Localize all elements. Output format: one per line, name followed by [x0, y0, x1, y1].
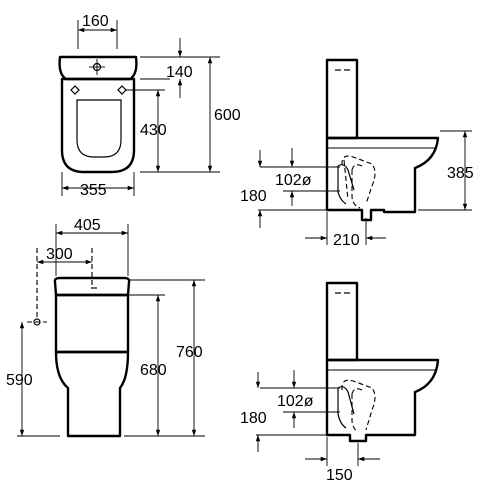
dim-760: 760	[176, 344, 203, 361]
side-tank-bottom	[325, 281, 359, 362]
dim-300: 300	[46, 246, 73, 263]
dim-160: 160	[82, 13, 109, 30]
side-bowl-bottom	[325, 358, 440, 443]
dim-430: 430	[140, 122, 167, 139]
plan-bowl-outline	[60, 77, 136, 174]
dim-405: 405	[74, 217, 101, 234]
dim-180-bottom: 180	[240, 410, 267, 427]
dim-355: 355	[80, 182, 107, 199]
front-tank	[54, 293, 130, 354]
dim-102-bottom: 102ø	[277, 393, 314, 410]
dim-680: 680	[140, 362, 167, 379]
dim-600: 600	[214, 107, 241, 124]
dim-180-top: 180	[240, 188, 267, 205]
hinge-mark-right	[117, 85, 127, 95]
dim-590: 590	[6, 372, 33, 389]
plan-tank-outline	[58, 55, 138, 81]
side-view-horizontal-outlet: 385 102ø 180 210	[240, 58, 474, 249]
dim-140: 140	[166, 64, 193, 81]
dim-210: 210	[333, 232, 360, 249]
front-tank-lid	[53, 276, 131, 297]
trap-path-bottom	[341, 379, 376, 431]
top-plan-view: 160 140 600 430 355	[58, 13, 241, 199]
trap-path-top	[341, 155, 376, 205]
front-view: 405 300 590 680 760	[6, 217, 205, 438]
side-view-vertical-outlet: 102ø 180 150	[240, 281, 440, 484]
dim-385: 385	[447, 165, 474, 182]
side-bowl-top	[325, 136, 440, 222]
plan-seat-opening	[76, 99, 122, 158]
hinge-mark-left	[70, 85, 80, 95]
dim-102-top: 102ø	[275, 172, 312, 189]
dim-150: 150	[326, 467, 353, 484]
side-tank-top	[325, 58, 359, 140]
front-bowl	[54, 350, 130, 438]
